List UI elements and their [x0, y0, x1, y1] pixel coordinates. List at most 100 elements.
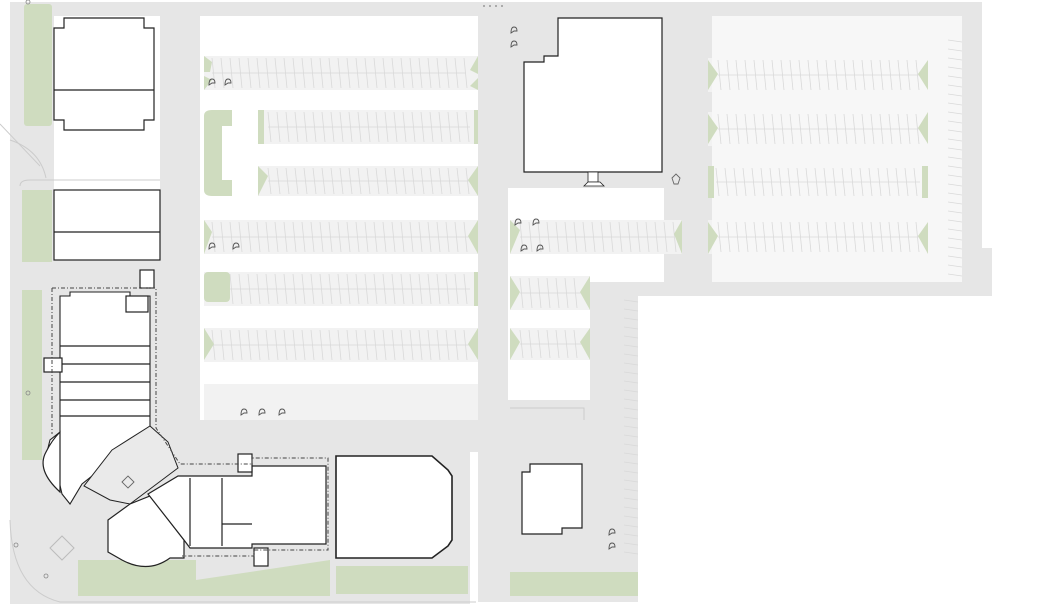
stair-core	[125, 295, 149, 313]
stall-line	[798, 221, 803, 253]
stall-line	[623, 461, 639, 465]
stall-line	[906, 59, 911, 91]
stall-line	[330, 111, 335, 143]
stall-line	[751, 167, 756, 197]
stall-line	[256, 329, 261, 361]
stall-line	[427, 329, 432, 361]
stall-line	[409, 221, 414, 253]
stall-line	[623, 416, 639, 420]
stall-line	[393, 111, 398, 143]
entry-marker-icon	[121, 475, 135, 489]
stall-line	[859, 167, 864, 197]
stall-line	[623, 515, 639, 519]
center-drive	[478, 2, 508, 602]
tree-icon	[232, 242, 240, 250]
stall-line	[436, 273, 441, 305]
stall-line	[247, 57, 252, 89]
marker-dot	[25, 390, 31, 396]
stall-line	[947, 129, 963, 133]
stall-line	[256, 221, 261, 253]
stall-line	[454, 57, 459, 89]
stall-line	[420, 167, 425, 195]
stall-line	[762, 221, 767, 253]
parking-row	[204, 384, 478, 420]
stall-line	[402, 111, 407, 143]
marker-dot	[13, 542, 19, 548]
marker-dot	[25, 0, 31, 5]
stair-core	[237, 453, 253, 473]
stall-line	[623, 488, 639, 492]
stall-line	[292, 273, 297, 305]
stall-line	[623, 443, 639, 447]
stall-line	[672, 221, 677, 253]
stall-line	[456, 167, 461, 195]
stall-line	[947, 228, 963, 232]
stall-line	[609, 221, 614, 253]
stall-line	[717, 221, 722, 253]
lower-cross-drive	[160, 420, 480, 452]
stall-line	[947, 84, 963, 88]
stall-line	[400, 329, 405, 361]
stall-line	[355, 329, 360, 361]
stall-line	[391, 57, 396, 89]
stall-line	[816, 113, 821, 145]
stall-line	[947, 138, 963, 142]
stall-line	[456, 111, 461, 143]
stall-line	[753, 113, 758, 145]
stall-line	[346, 57, 351, 89]
stall-line	[886, 167, 891, 197]
anchor-canopy	[587, 171, 599, 183]
stall-line	[852, 221, 857, 253]
stall-line	[256, 273, 261, 305]
island-tip	[510, 276, 520, 310]
building-anchor	[523, 17, 663, 173]
stall-line	[780, 59, 785, 91]
stall-line	[645, 221, 650, 253]
stall-line	[915, 113, 920, 145]
building-theater	[335, 455, 453, 559]
stall-line	[285, 167, 290, 195]
stall-line	[906, 221, 911, 253]
stall-line	[947, 75, 963, 79]
stall-line	[301, 273, 306, 305]
stall-line	[375, 167, 380, 195]
stall-line	[445, 273, 450, 305]
stall-line	[897, 59, 902, 91]
stall-line	[319, 273, 324, 305]
stall-line	[328, 273, 333, 305]
stall-line	[418, 329, 423, 361]
stall-line	[319, 329, 324, 361]
stall-line	[947, 57, 963, 61]
island-tip	[470, 56, 478, 74]
stall-line	[564, 329, 569, 359]
stall-line	[229, 57, 234, 89]
stall-line	[769, 167, 774, 197]
stall-line	[256, 57, 261, 89]
stall-line	[346, 329, 351, 361]
stall-line	[798, 59, 803, 91]
stall-line	[947, 273, 963, 277]
stall-line	[623, 299, 639, 303]
stall-line	[339, 111, 344, 143]
island-tip	[204, 328, 214, 360]
stall-line	[888, 113, 893, 145]
stall-line	[825, 113, 830, 145]
stall-line	[771, 113, 776, 145]
stall-line	[742, 167, 747, 197]
stall-line	[274, 57, 279, 89]
stall-line	[454, 221, 459, 253]
stall-line	[947, 102, 963, 106]
stall-line	[841, 167, 846, 197]
stall-line	[265, 221, 270, 253]
stall-line	[339, 167, 344, 195]
stall-line	[301, 221, 306, 253]
stall-line	[663, 221, 668, 253]
stall-line	[292, 329, 297, 361]
stall-line	[717, 59, 722, 91]
stall-line	[825, 59, 830, 91]
tree-icon	[278, 408, 286, 416]
stall-line	[744, 59, 749, 91]
stall-line	[238, 57, 243, 89]
stall-line	[895, 167, 900, 197]
stall-line	[319, 221, 324, 253]
